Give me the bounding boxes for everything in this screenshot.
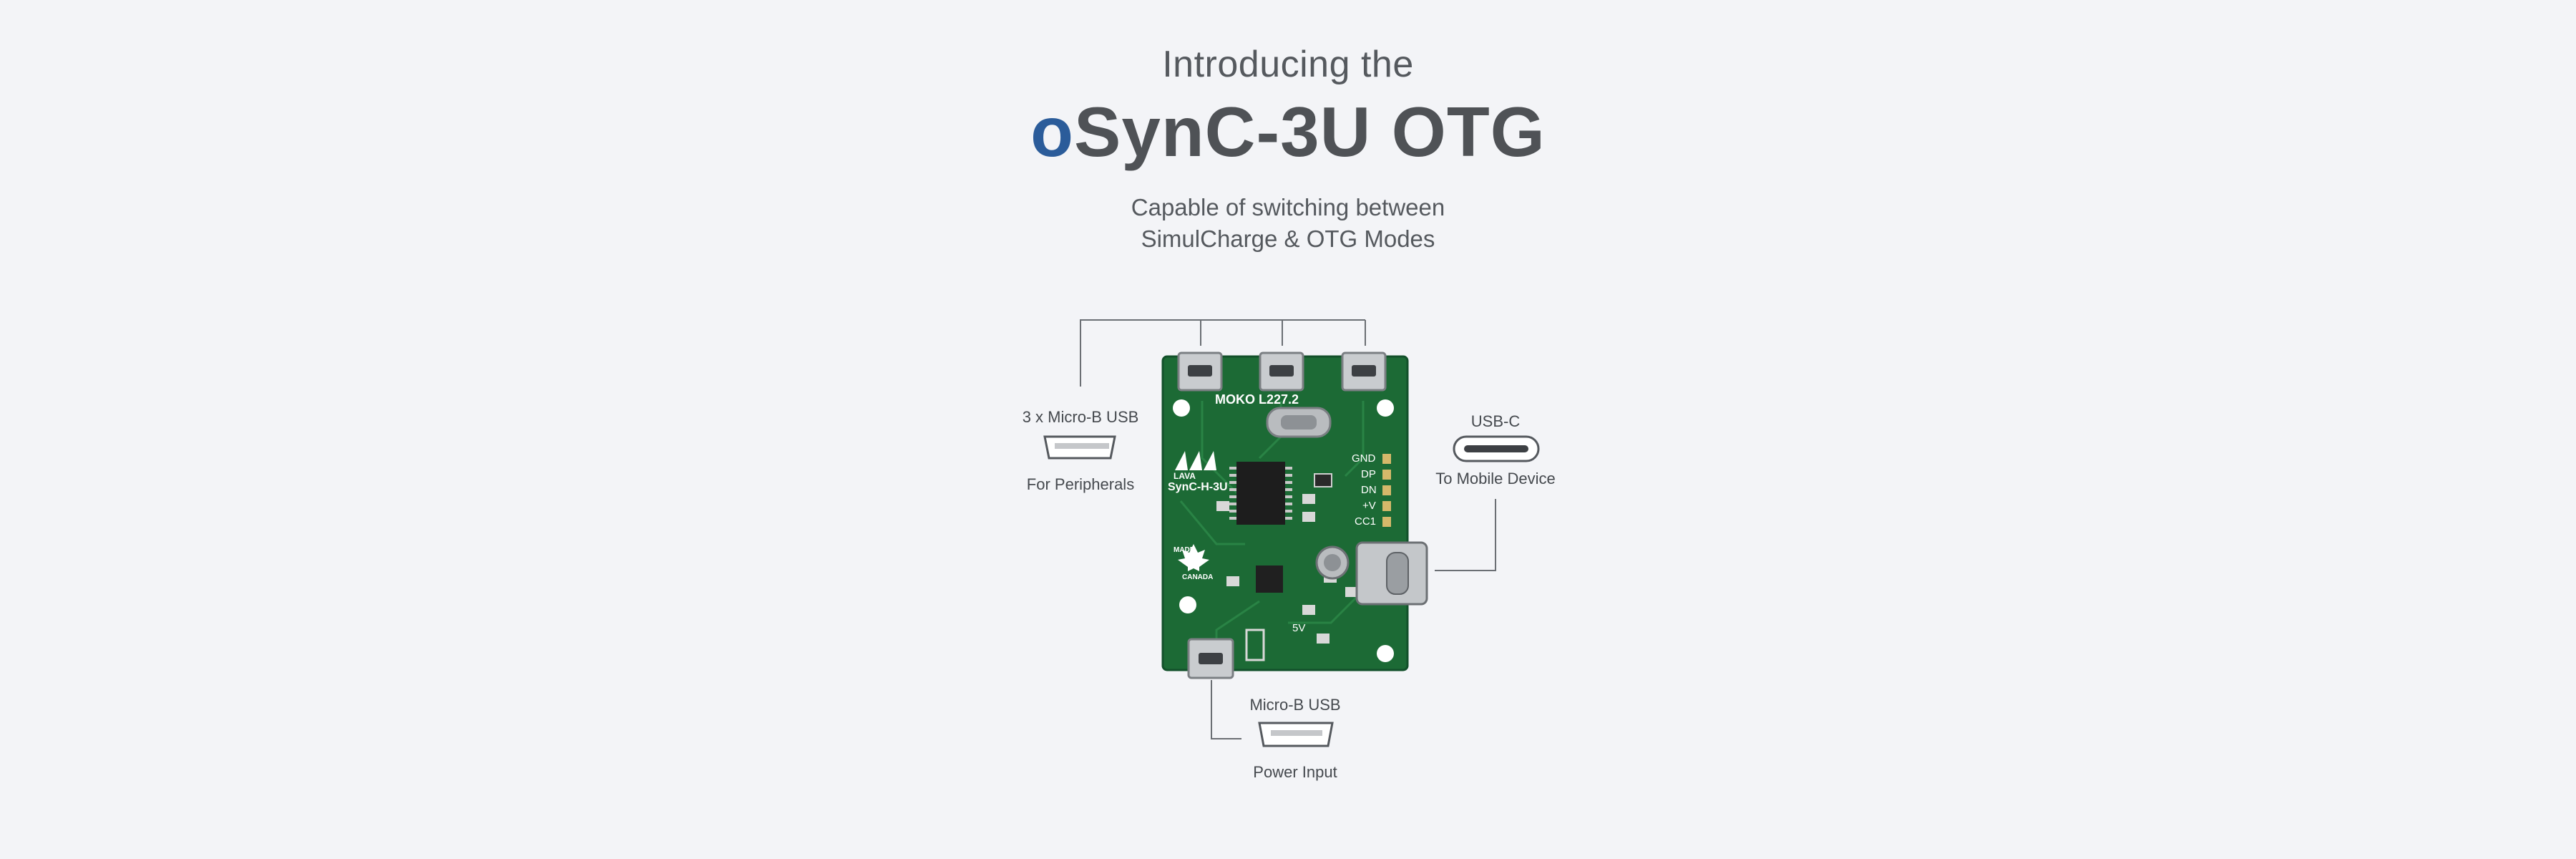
subtitle-line-2: SimulCharge & OTG Modes — [1141, 225, 1435, 252]
mounting-hole — [1377, 645, 1394, 662]
subtitle-line-1: Capable of switching between — [1131, 194, 1445, 220]
maple-leaf-icon — [1178, 544, 1209, 571]
board-model: SynC-H-3U — [1168, 481, 1228, 493]
pin-label-v: +V — [1362, 500, 1376, 512]
micro-usb-port — [1177, 351, 1223, 392]
product-title: oSynC-3U OTG — [0, 92, 2576, 173]
power-title: Micro-B USB — [1249, 696, 1341, 714]
board-logo-text: LAVA — [1174, 471, 1196, 481]
mounting-hole — [1173, 399, 1190, 417]
usb-c-connector-icon — [1453, 435, 1540, 462]
lava-logo — [1175, 451, 1216, 470]
power-callout-line — [1211, 680, 1241, 739]
pin-label-dp: DP — [1361, 468, 1376, 480]
usbc-callout-line — [1435, 499, 1496, 571]
subtitle: Capable of switching between SimulCharge… — [0, 192, 2576, 255]
capacitor — [1314, 473, 1332, 487]
product-title-name: SynC-3U OTG — [1073, 92, 1546, 171]
peripherals-title: 3 x Micro-B USB — [1022, 408, 1139, 426]
micro-usb-port — [1341, 351, 1387, 392]
power-micro-usb-port — [1187, 638, 1234, 679]
power-micro-usb-icon — [1258, 722, 1334, 747]
product-title-prefix: o — [1030, 92, 1074, 171]
made-in-label: MADE — [1174, 546, 1195, 554]
mounting-hole — [1179, 596, 1196, 613]
controller-ic — [1256, 566, 1283, 593]
intro-heading: Introducing the — [1162, 44, 1414, 85]
usb-c-port — [1355, 541, 1428, 606]
peripherals-caption: For Peripherals — [1026, 475, 1135, 493]
power-caption: Power Input — [1253, 763, 1337, 781]
pin-label-gnd: GND — [1352, 452, 1376, 465]
crystal-label: MOKO L227.2 — [1215, 392, 1299, 407]
country-label: CANADA — [1182, 573, 1214, 581]
pin-label-dn: DN — [1361, 484, 1377, 496]
peripherals-callout-line — [1080, 319, 1365, 387]
hub-ic — [1236, 462, 1285, 525]
callout-lines — [1080, 319, 1496, 739]
mounting-hole — [1377, 399, 1394, 417]
usbc-title: USB-C — [1470, 412, 1521, 430]
top-micro-usb-ports — [1177, 351, 1387, 392]
usbc-caption: To Mobile Device — [1435, 470, 1556, 487]
pin-label-cc1: CC1 — [1355, 515, 1377, 528]
peripherals-micro-usb-icon — [1043, 435, 1116, 460]
pcb-board — [1161, 355, 1409, 671]
voltage-label: 5V — [1292, 622, 1306, 634]
micro-usb-port — [1259, 351, 1304, 392]
